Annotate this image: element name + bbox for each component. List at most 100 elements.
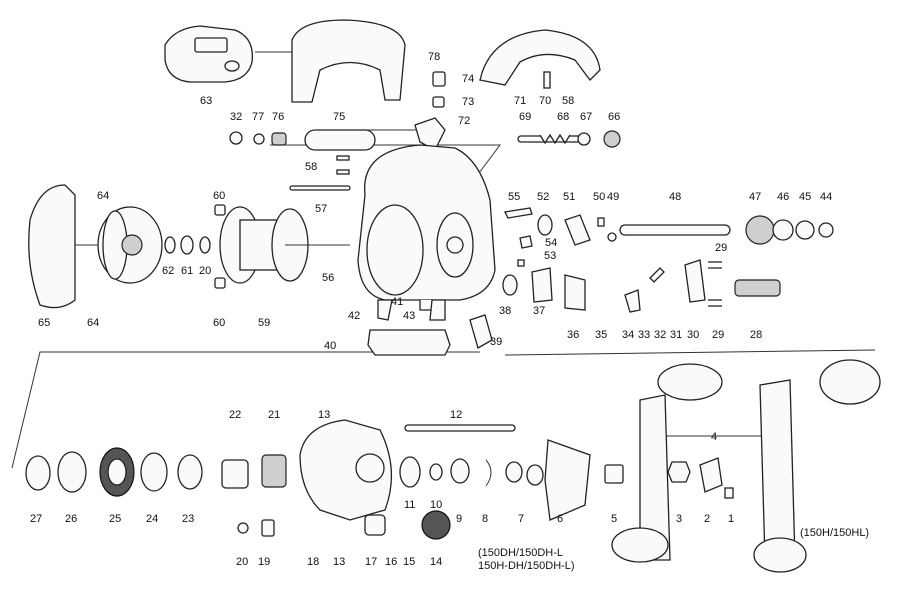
label-66: 66 [608, 111, 620, 123]
label-52: 52 [537, 191, 549, 203]
label-60-top: 60 [213, 190, 225, 202]
part-78-top-frame-cover [291, 19, 406, 103]
label-4: 4 [711, 431, 717, 443]
part-64-side-plate [97, 206, 163, 284]
label-53: 53 [544, 250, 556, 262]
label-29-bottom: 29 [712, 329, 724, 341]
label-51: 51 [563, 191, 575, 203]
frame-bottom-parts [367, 299, 451, 356]
label-25: 25 [109, 513, 121, 525]
part-labels: 63 78 74 73 72 71 70 58 69 68 67 66 32 7… [30, 51, 832, 568]
label-23: 23 [182, 513, 194, 525]
label-20-top: 20 [199, 265, 211, 277]
label-8: 8 [482, 513, 488, 525]
small-parts-top [229, 71, 621, 191]
label-56: 56 [322, 272, 334, 284]
label-37: 37 [533, 305, 545, 317]
label-27: 27 [30, 513, 42, 525]
label-22: 22 [229, 409, 241, 421]
label-35: 35 [595, 329, 607, 341]
label-43: 43 [403, 310, 415, 322]
label-42: 42 [348, 310, 360, 322]
part-65-side-cover [28, 184, 76, 309]
label-10: 10 [430, 499, 442, 511]
label-70: 70 [539, 95, 551, 107]
label-17: 17 [365, 556, 377, 568]
label-1: 1 [728, 513, 734, 525]
label-20-bottom: 20 [236, 556, 248, 568]
label-2: 2 [704, 513, 710, 525]
label-62: 62 [162, 265, 174, 277]
label-28: 28 [750, 329, 762, 341]
label-55: 55 [508, 191, 520, 203]
small-parts-left [214, 204, 226, 289]
label-6: 6 [557, 513, 563, 525]
label-65: 65 [38, 317, 50, 329]
label-67: 67 [580, 111, 592, 123]
right-handle-variant-note: (150H/150HL) [800, 527, 869, 539]
label-12: 12 [450, 409, 462, 421]
label-77: 77 [252, 111, 264, 123]
label-38: 38 [499, 305, 511, 317]
label-58-top: 58 [562, 95, 574, 107]
label-48: 48 [669, 191, 681, 203]
label-9: 9 [456, 513, 462, 525]
label-24: 24 [146, 513, 158, 525]
label-60-bottom: 60 [213, 317, 225, 329]
label-39: 39 [490, 336, 502, 348]
label-72: 72 [458, 115, 470, 127]
label-11: 11 [404, 499, 415, 511]
label-40: 40 [324, 340, 336, 352]
label-47: 47 [749, 191, 761, 203]
label-16: 16 [385, 556, 397, 568]
label-31: 31 [670, 329, 682, 341]
part-63-side-plate-cover [164, 25, 254, 83]
label-13-bottom: 13 [333, 556, 345, 568]
spool-washers [164, 235, 211, 255]
label-26: 26 [65, 513, 77, 525]
part-22-21-sleeves [221, 454, 287, 537]
variant-notes: (150DH/150DH-L 150H-DH/150DH-L) (150H/15… [478, 527, 869, 572]
part-4-handle-left [611, 363, 723, 563]
label-63: 63 [200, 95, 212, 107]
label-74: 74 [462, 73, 474, 85]
left-handle-variant-note-line2: 150H-DH/150DH-L) [478, 560, 575, 572]
label-76: 76 [272, 111, 284, 123]
part-56-main-frame [357, 144, 496, 311]
label-73: 73 [462, 96, 474, 108]
left-handle-variant-note-line1: (150DH/150DH-L [478, 547, 563, 559]
label-21: 21 [268, 409, 280, 421]
label-32-mid: 32 [654, 329, 666, 341]
part-71-thumb-bar [479, 29, 601, 86]
part-13-gear-plate [299, 419, 516, 521]
right-upper-parts [469, 207, 834, 349]
label-64-top: 64 [97, 190, 109, 202]
label-44: 44 [820, 191, 832, 203]
part-59-spool [219, 206, 350, 284]
label-71: 71 [514, 95, 526, 107]
lower-left-washers [25, 447, 203, 497]
label-68: 68 [557, 111, 569, 123]
label-57: 57 [315, 203, 327, 215]
label-61: 61 [181, 265, 193, 277]
label-50: 50 [593, 191, 605, 203]
label-64-bottom: 64 [87, 317, 99, 329]
label-18: 18 [307, 556, 319, 568]
label-41: 41 [391, 296, 403, 308]
label-36: 36 [567, 329, 579, 341]
label-34: 34 [622, 329, 634, 341]
label-78: 78 [428, 51, 440, 63]
label-54: 54 [545, 237, 557, 249]
label-14: 14 [430, 556, 442, 568]
label-29-top: 29 [715, 242, 727, 254]
label-59: 59 [258, 317, 270, 329]
label-30: 30 [687, 329, 699, 341]
label-58-mid: 58 [305, 161, 317, 173]
label-75: 75 [333, 111, 345, 123]
part-4-handle-right [753, 359, 881, 573]
label-7: 7 [518, 513, 524, 525]
label-69: 69 [519, 111, 531, 123]
label-15: 15 [403, 556, 415, 568]
lower-gear-parts [364, 439, 734, 540]
